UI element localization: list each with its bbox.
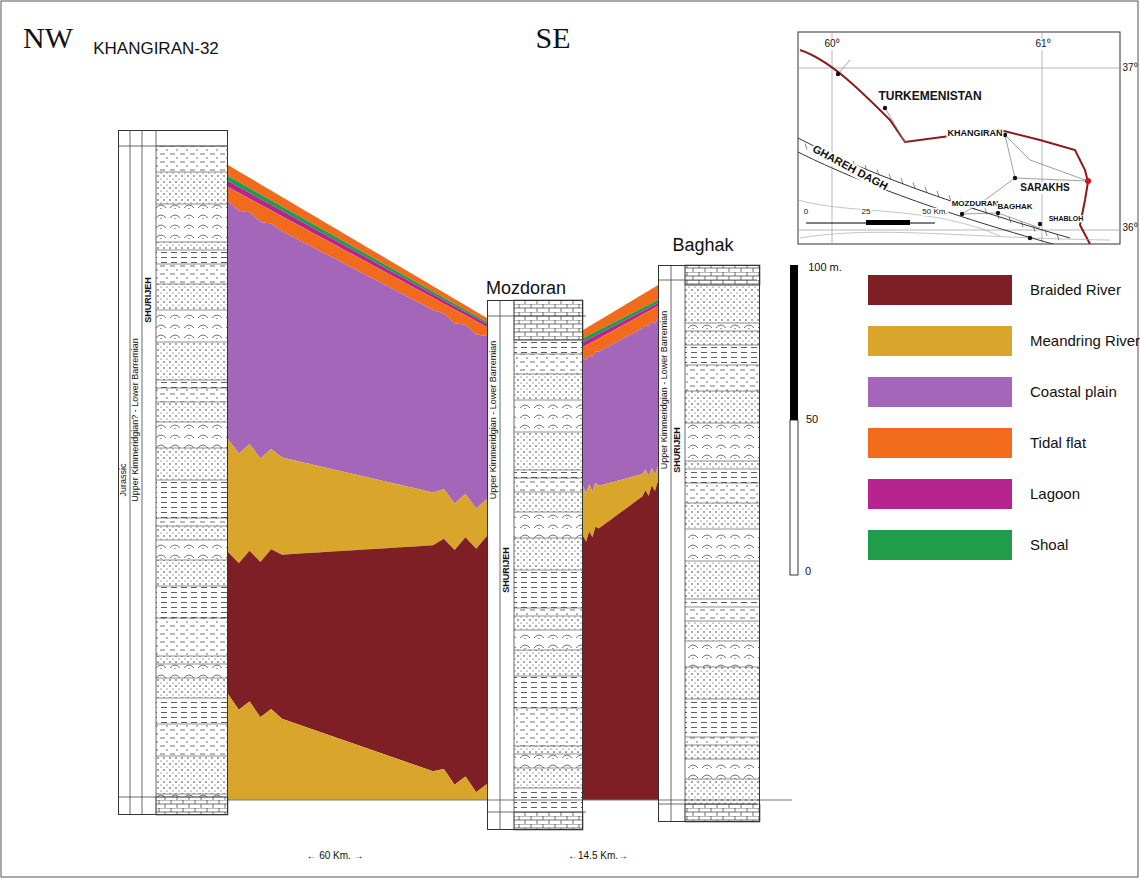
limestone-unit xyxy=(514,812,583,830)
formation-name: SHURIJEH xyxy=(502,546,511,594)
legend-text: Shoal xyxy=(1030,536,1068,553)
facies-band xyxy=(583,481,658,800)
limestone-unit xyxy=(514,300,583,340)
scale-number: 50 xyxy=(806,414,818,426)
log-column: Baghak xyxy=(658,265,760,822)
column-divider xyxy=(142,130,143,815)
limestone-unit xyxy=(156,797,228,815)
formation-name: SHURIJEH xyxy=(144,276,153,324)
facies-bands xyxy=(583,285,658,800)
place-name: SHABLOH xyxy=(1048,215,1085,222)
place-name: BAGHAK xyxy=(996,203,1033,211)
age-label: Jurassic xyxy=(119,462,128,497)
coordinate-label: 37⁰ xyxy=(1122,63,1137,74)
place-name: KHANGIRAN xyxy=(947,129,1004,138)
unit-divider xyxy=(659,280,757,281)
column-divider xyxy=(500,300,501,830)
direction-label: SE xyxy=(535,22,570,54)
column-divider xyxy=(685,265,686,822)
limestone-unit xyxy=(685,265,760,285)
well-name: Mozdoran xyxy=(486,278,566,299)
legend-swatch xyxy=(868,275,1012,305)
place-name: SARAKHS xyxy=(1019,183,1070,194)
unit-divider xyxy=(488,812,586,813)
scale-number: 100 m. xyxy=(808,262,842,274)
scale-number: 50 Km. xyxy=(921,208,948,216)
column-divider xyxy=(156,130,157,815)
scale-bar xyxy=(790,265,798,420)
scale-number: 0 xyxy=(805,566,811,578)
unit-divider xyxy=(659,804,757,805)
age-label: Upper Kimmeridgian - Lower Barremian xyxy=(660,310,669,471)
well-name: Baghak xyxy=(672,235,733,256)
facies-band xyxy=(228,694,487,800)
lithology-log xyxy=(514,340,583,812)
distance-label: ← 60 Km. → xyxy=(306,851,363,862)
legend-swatch xyxy=(868,479,1012,509)
direction-label: NW xyxy=(23,22,73,54)
column-divider xyxy=(514,300,515,830)
coordinate-label: 61⁰ xyxy=(1034,39,1051,50)
scale-bar xyxy=(790,420,798,575)
legend-text: Tidal flat xyxy=(1030,434,1086,451)
limestone-unit xyxy=(685,804,760,822)
legend-text: Braided River xyxy=(1030,281,1121,298)
scale-number: 25 xyxy=(861,208,872,216)
country-name: TURKEMENISTAN xyxy=(877,90,982,103)
unit-divider xyxy=(118,797,228,798)
facies-band xyxy=(583,318,658,493)
lithology-log xyxy=(685,285,760,804)
facies-bands xyxy=(228,165,487,800)
unit-divider xyxy=(118,146,228,147)
location-map xyxy=(798,32,1120,246)
well-name: KHANGIRAN-32 xyxy=(93,39,219,59)
coordinate-label: 36⁰ xyxy=(1122,223,1137,234)
legend-text: Coastal plain xyxy=(1030,383,1117,400)
column-divider xyxy=(671,265,672,822)
unit-divider xyxy=(488,316,586,317)
lithology-log xyxy=(156,146,228,797)
age-label: Upper Kimmeridgian - Lower Barremian xyxy=(489,340,498,501)
age-label: Upper Kimmeridgian? - Lower Barremian xyxy=(131,337,140,503)
formation-name: SHURIJEH xyxy=(673,426,682,474)
legend-swatch xyxy=(868,377,1012,407)
legend-text: Lagoon xyxy=(1030,485,1080,502)
legend-text: Meandring River xyxy=(1030,332,1140,349)
coordinate-label: 60⁰ xyxy=(823,39,840,50)
distance-label: ←14.5 Km.→ xyxy=(568,851,628,862)
place-name: MOZDURAN xyxy=(951,200,1000,208)
legend-swatch xyxy=(868,530,1012,560)
legend-swatch xyxy=(868,326,1012,356)
legend-swatch xyxy=(868,428,1012,458)
scale-number: 0 xyxy=(803,208,809,216)
